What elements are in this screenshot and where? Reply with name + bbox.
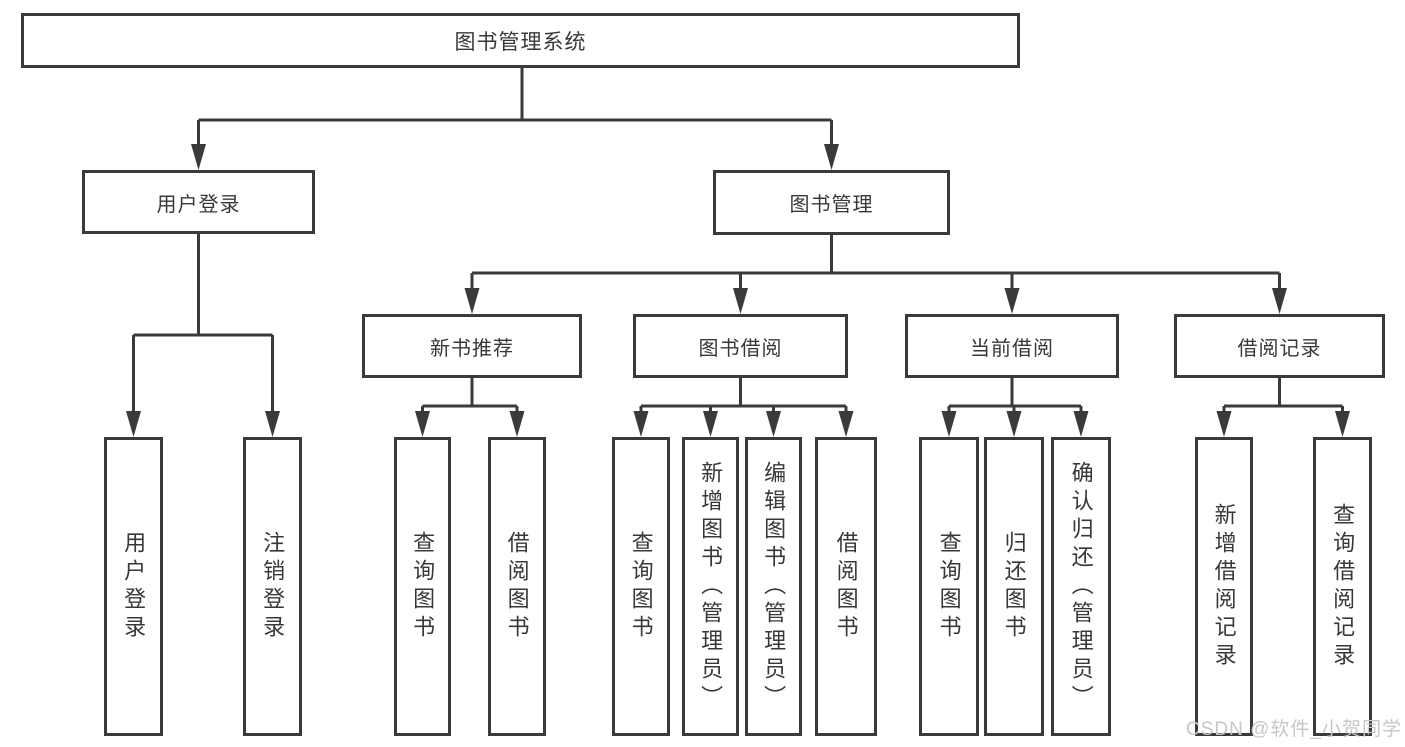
edge-root-to-level2 (191, 68, 839, 170)
leaf-borrow-book-recommend-label: 借阅图书 (504, 530, 530, 643)
arrowhead-icon (1216, 411, 1232, 437)
node-book-borrow-label: 图书借阅 (698, 337, 783, 360)
arrowhead-icon (1073, 411, 1089, 437)
leaf-search-borrow-record: 查询借阅记录 (1313, 437, 1372, 736)
node-book-management-label: 图书管理 (789, 194, 874, 216)
leaf-confirm-return-admin: 确认归还（管理员） (1051, 437, 1111, 736)
leaf-confirm-return-admin-label: 确认归还（管理员） (1068, 460, 1094, 713)
edge-book-borrow-to-leaves (633, 378, 854, 437)
leaf-add-borrow-record: 新增借阅记录 (1195, 437, 1253, 736)
node-current-borrow: 当前借阅 (905, 314, 1119, 378)
leaf-search-book-current-label: 查询图书 (936, 530, 962, 643)
node-user-login-label: 用户登录 (156, 193, 241, 216)
leaf-user-login-label: 用户登录 (121, 530, 147, 643)
node-book-borrow: 图书借阅 (633, 314, 848, 378)
leaf-edit-book-admin: 编辑图书（管理员） (745, 437, 802, 736)
leaf-add-borrow-record-label: 新增借阅记录 (1211, 502, 1237, 671)
node-root-label: 图书管理系统 (454, 30, 587, 54)
arrowhead-icon (126, 411, 141, 437)
node-user-login: 用户登录 (82, 170, 315, 234)
arrowhead-icon (1335, 411, 1350, 437)
leaf-search-borrow-record-label: 查询借阅记录 (1330, 502, 1356, 671)
edge-user-login-to-leaves (126, 233, 280, 437)
leaf-logout: 注销登录 (243, 437, 302, 736)
leaf-search-book-recommend: 查询图书 (394, 437, 451, 736)
node-borrow-records-label: 借阅记录 (1237, 337, 1322, 360)
leaf-user-login: 用户登录 (104, 437, 163, 736)
leaf-return-book: 归还图书 (984, 437, 1044, 736)
leaf-search-book-recommend-label: 查询图书 (410, 530, 436, 643)
arrowhead-icon (265, 411, 280, 437)
arrowhead-icon (824, 144, 839, 170)
edge-new-book-recommend-to-leaves (415, 378, 525, 437)
leaf-add-book-admin: 新增图书（管理员） (682, 437, 739, 736)
arrowhead-icon (415, 411, 430, 437)
leaf-borrow-book-recommend: 借阅图书 (488, 437, 546, 736)
edge-book-management-to-level3 (464, 235, 1287, 314)
leaf-search-book-borrow: 查询图书 (612, 437, 670, 736)
node-current-borrow-label: 当前借阅 (970, 337, 1054, 360)
leaf-add-book-admin-label: 新增图书（管理员） (698, 460, 724, 713)
arrowhead-icon (633, 411, 649, 437)
node-new-book-recommend: 新书推荐 (362, 314, 582, 378)
leaf-logout-label: 注销登录 (260, 530, 286, 643)
arrowhead-icon (703, 411, 718, 437)
arrowhead-icon (1272, 288, 1287, 314)
node-book-management: 图书管理 (713, 170, 950, 235)
node-root: 图书管理系统 (21, 13, 1020, 68)
arrowhead-icon (464, 288, 480, 314)
arrowhead-icon (509, 411, 525, 437)
leaf-search-book-borrow-label: 查询图书 (628, 530, 654, 643)
arrowhead-icon (191, 144, 206, 170)
node-borrow-records: 借阅记录 (1174, 314, 1385, 378)
leaf-edit-book-admin-label: 编辑图书（管理员） (761, 460, 787, 713)
arrowhead-icon (941, 411, 957, 437)
arrowhead-icon (838, 411, 854, 437)
watermark-text: CSDN @软件_小贺同学 (1186, 719, 1402, 740)
arrowhead-icon (733, 288, 748, 314)
leaf-search-book-current: 查询图书 (919, 437, 979, 736)
arrowhead-icon (1006, 411, 1022, 437)
arrowhead-icon (1004, 288, 1020, 314)
arrowhead-icon (766, 411, 781, 437)
leaf-borrow-book: 借阅图书 (815, 437, 877, 736)
leaf-return-book-label: 归还图书 (1001, 530, 1027, 643)
leaf-borrow-book-label: 借阅图书 (833, 530, 859, 643)
edge-current-borrow-to-leaves (941, 378, 1089, 437)
node-new-book-recommend-label: 新书推荐 (430, 337, 514, 360)
edge-borrow-records-to-leaves (1216, 378, 1350, 437)
